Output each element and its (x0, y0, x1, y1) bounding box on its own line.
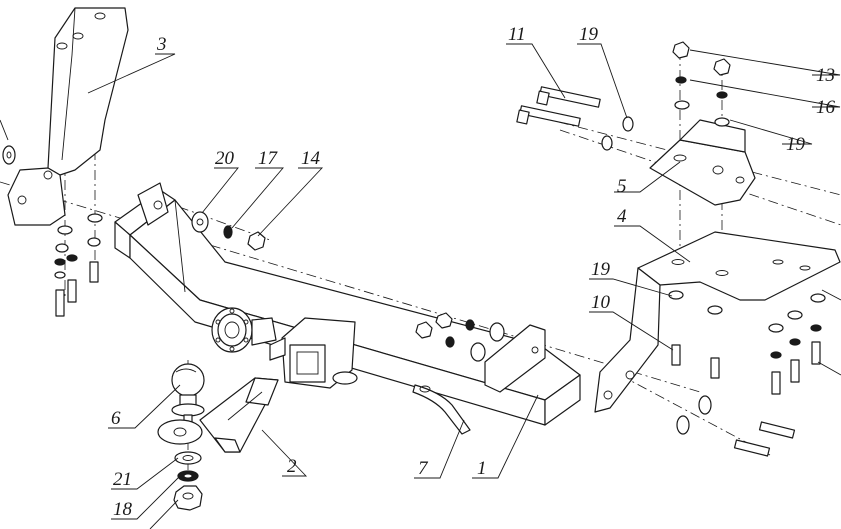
part-3-left-bracket (7, 7, 129, 226)
part-1-main-crossbar (114, 182, 581, 426)
callout-16: 16 (816, 97, 836, 118)
right-lower-hardware (668, 290, 826, 395)
callout-6: 6 (111, 408, 121, 429)
callout-19-right: 19 (786, 134, 806, 155)
part-2-ball-mount (199, 377, 279, 453)
callout-18: 18 (113, 499, 133, 520)
callout-7: 7 (418, 458, 429, 479)
callout-2: 2 (287, 456, 297, 477)
left-hardware-stack (54, 213, 103, 317)
callout-19-top: 19 (579, 24, 599, 45)
callout-labels: 3 20 17 14 11 19 13 16 19 5 4 19 10 6 2 … (111, 24, 836, 520)
callout-19-mid: 19 (591, 259, 611, 280)
callout-10: 10 (591, 292, 611, 313)
part-4-right-bracket (594, 231, 841, 413)
callout-4: 4 (617, 206, 627, 227)
callout-11: 11 (508, 24, 526, 45)
callout-3: 3 (156, 34, 167, 55)
leader-lines (0, 43, 841, 529)
callout-17: 17 (258, 148, 279, 169)
part-20-17-14-hardware (191, 211, 266, 251)
part-19-left-washer (2, 145, 16, 165)
callout-5: 5 (617, 176, 627, 197)
callout-21: 21 (113, 469, 132, 490)
part-6-tow-ball (157, 363, 205, 445)
ball-hardware (173, 451, 203, 511)
part-7-wiring-harness (412, 384, 471, 435)
callout-13: 13 (816, 65, 835, 86)
part-5-upper-bracket (649, 119, 756, 206)
callout-20: 20 (215, 148, 235, 169)
top-right-hardware (672, 41, 731, 127)
part-11-bolts (516, 86, 634, 151)
right-side-bolts (676, 395, 796, 457)
callout-1: 1 (477, 458, 487, 479)
crossbar-hardware (415, 312, 505, 362)
callout-14: 14 (301, 148, 321, 169)
socket-boss (211, 307, 277, 353)
